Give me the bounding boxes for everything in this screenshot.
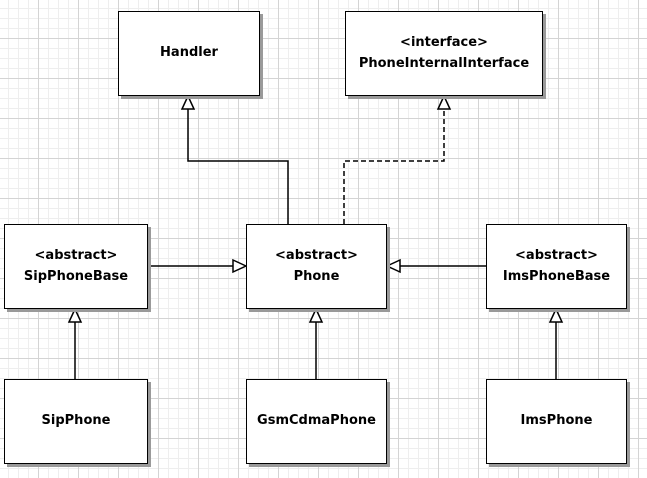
class-stereotype: <abstract> [515, 248, 598, 264]
class-stereotype: <abstract> [275, 248, 358, 264]
edge-imsphone-imsphonebase [548, 307, 564, 379]
inheritance-arrowhead [67, 307, 83, 323]
class-phone[interactable]: <abstract> Phone [246, 224, 387, 309]
class-name: SipPhoneBase [23, 268, 129, 284]
edge-sipphonebase-phone [148, 258, 248, 274]
inheritance-arrowhead [308, 307, 324, 323]
edge-sipphone-sipphonebase [67, 307, 83, 379]
class-phone-internal-interface[interactable]: <interface> PhoneInternalInterface [345, 11, 543, 96]
class-ims-phone[interactable]: ImsPhone [486, 379, 627, 464]
class-gsm-cdma-phone[interactable]: GsmCdmaPhone [246, 379, 387, 464]
class-sip-phone[interactable]: SipPhone [4, 379, 148, 464]
inheritance-arrowhead [180, 94, 196, 110]
class-stereotype: <abstract> [34, 248, 118, 264]
class-name: Handler [160, 45, 218, 61]
class-name: ImsPhoneBase [502, 268, 611, 284]
inheritance-arrowhead [548, 307, 564, 323]
edge-gsmcdmaphone-phone [308, 307, 324, 379]
class-name: PhoneInternalInterface [358, 55, 530, 71]
class-stereotype: <interface> [400, 35, 488, 51]
inheritance-arrowhead [232, 258, 248, 274]
class-name: ImsPhone [520, 413, 593, 429]
class-sip-phone-base[interactable]: <abstract> SipPhoneBase [4, 224, 148, 309]
class-ims-phone-base[interactable]: <abstract> ImsPhoneBase [486, 224, 627, 309]
class-handler[interactable]: Handler [118, 11, 260, 96]
realization-arrowhead [436, 94, 452, 110]
inheritance-arrowhead [385, 258, 401, 274]
edge-phone-handler [180, 94, 289, 224]
edge-imsphonebase-phone [385, 258, 486, 274]
class-name: Phone [293, 268, 340, 284]
class-name: GsmCdmaPhone [257, 413, 376, 429]
class-name: SipPhone [41, 413, 111, 429]
edge-phone-interface [343, 94, 452, 224]
